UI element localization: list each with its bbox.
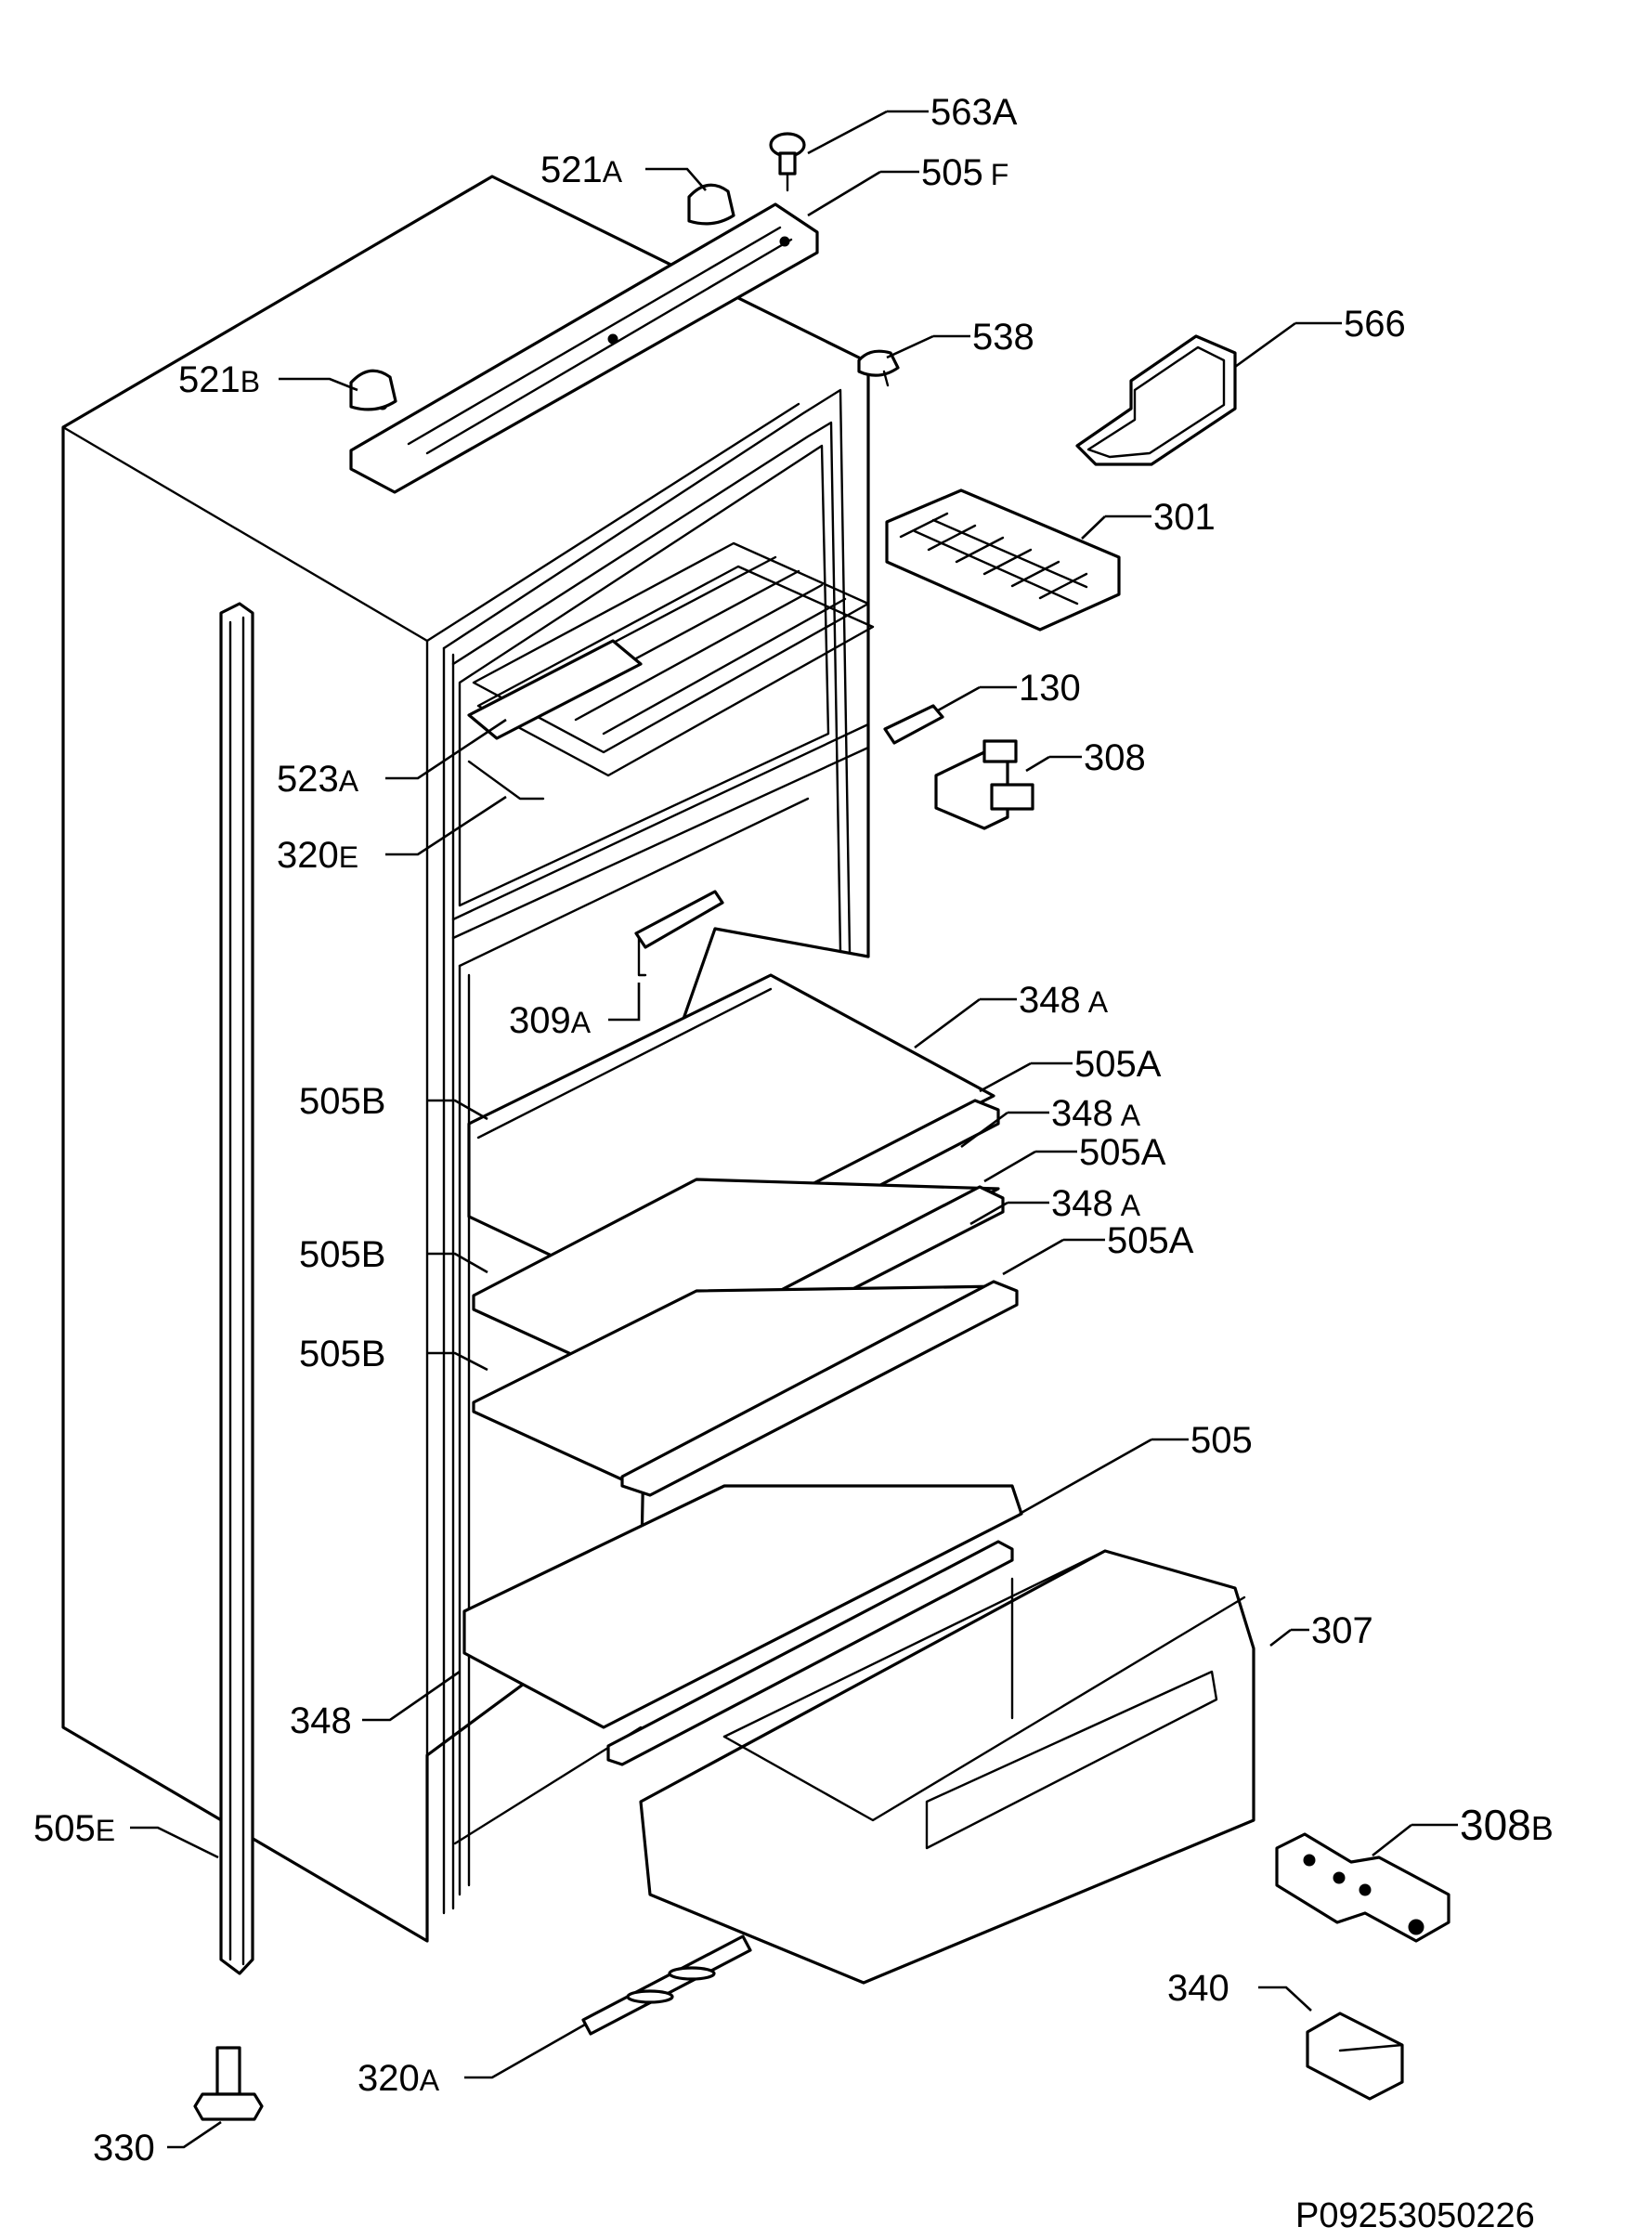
label-505: 505 — [1190, 1420, 1253, 1461]
label-505e: 505E — [33, 1808, 115, 1849]
door-seal-strip — [219, 602, 254, 1975]
label-505a-2: 505A — [1079, 1132, 1166, 1173]
label-307: 307 — [1311, 1610, 1373, 1651]
shelf-clip — [634, 890, 724, 977]
ice-cube-tray — [885, 488, 1121, 632]
hinge-cover — [1306, 2012, 1404, 2101]
glass-shelf-3 — [472, 1280, 1019, 1497]
bottom-hinge — [1275, 1832, 1450, 1943]
drawing-code: P09253050226 — [1295, 2196, 1535, 2235]
label-330: 330 — [93, 2128, 155, 2168]
label-521b: 521B — [178, 359, 260, 400]
label-505b-1: 505B — [299, 1081, 385, 1122]
top-hinge-bar — [349, 202, 819, 494]
label-340: 340 — [1167, 1968, 1229, 2009]
hinge-cover-cap-a — [687, 183, 735, 226]
label-563a: 563A — [930, 92, 1018, 133]
crisper-slide-rail — [581, 1934, 752, 2036]
label-308b: 308B — [1460, 1801, 1554, 1849]
label-566: 566 — [1344, 304, 1406, 345]
label-505b-2: 505B — [299, 1234, 385, 1275]
middle-hinge — [934, 739, 1034, 830]
label-505a-3: 505A — [1107, 1220, 1194, 1261]
label-320a: 320A — [358, 2058, 440, 2099]
adjustable-foot — [193, 2046, 264, 2121]
label-538: 538 — [972, 317, 1034, 358]
label-130: 130 — [1019, 668, 1081, 709]
label-521a: 521A — [540, 150, 623, 190]
ice-scraper — [1075, 334, 1237, 466]
label-301: 301 — [1153, 497, 1216, 538]
label-308: 308 — [1084, 737, 1146, 778]
top-screw — [769, 132, 806, 192]
leader-lines — [130, 110, 1458, 2149]
vegetable-crisper — [639, 1549, 1255, 1985]
shelf-front-trim — [606, 1540, 1014, 1766]
label-320e: 320E — [277, 835, 358, 876]
label-505a-1: 505A — [1074, 1044, 1162, 1085]
label-505b-3: 505B — [299, 1334, 385, 1374]
support-bracket — [883, 704, 944, 745]
freezer-wire-shelf — [467, 541, 875, 801]
refrigerator-cabinet — [61, 175, 870, 1943]
label-309a: 309A — [509, 1000, 592, 1041]
hinge-cover-cap-b — [349, 369, 397, 411]
label-523a: 523A — [277, 759, 359, 800]
label-348: 348 — [290, 1700, 352, 1741]
